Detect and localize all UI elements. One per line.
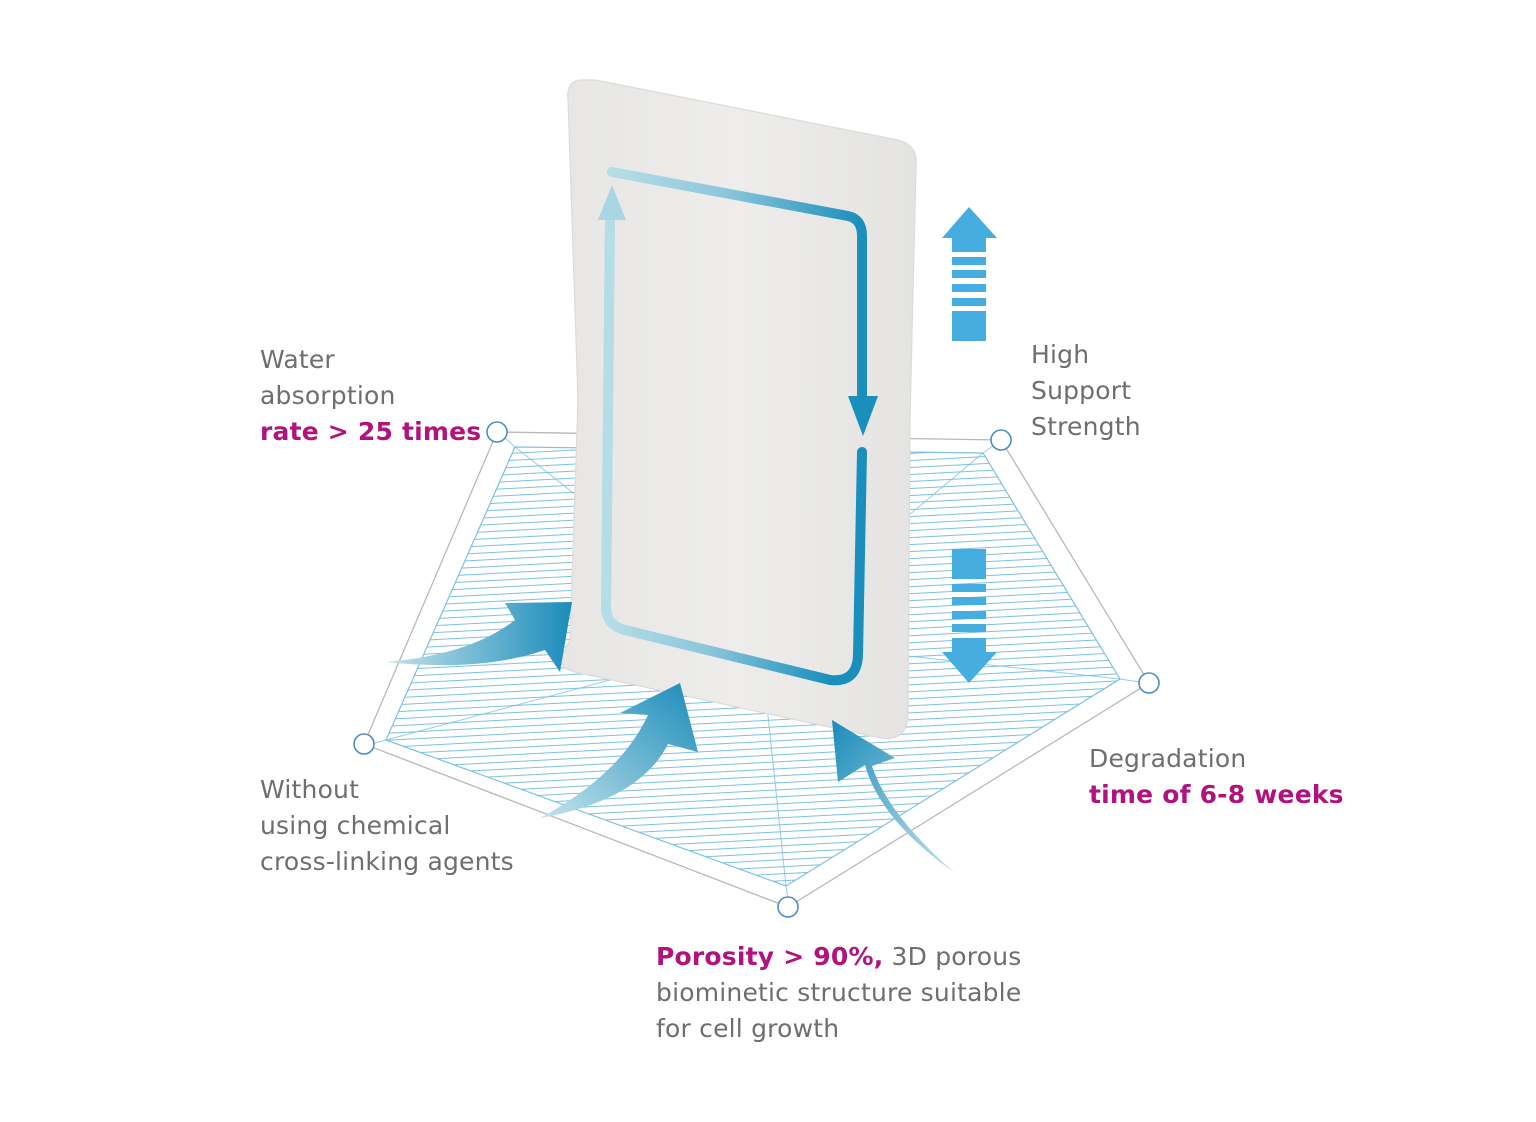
loop-arrowhead-up bbox=[598, 185, 626, 220]
node-support-strength bbox=[990, 429, 1012, 451]
inflow-curved-arrow-right-icon bbox=[832, 720, 955, 873]
degradation-highlight: time of 6-8 weeks bbox=[1089, 780, 1344, 809]
node-porosity bbox=[777, 896, 799, 918]
node-degradation bbox=[1138, 672, 1160, 694]
porosity-line-2: biominetic structure suitable bbox=[656, 978, 1022, 1007]
label-no-crosslinking: Without using chemical cross-linking age… bbox=[260, 772, 514, 880]
circulation-loop-arrow-icon bbox=[600, 167, 867, 686]
support-strength-line-2: Support bbox=[1031, 376, 1132, 405]
inflow-curved-arrow-left-icon bbox=[386, 602, 572, 672]
label-support-strength: High Support Strength bbox=[1031, 337, 1141, 445]
degradation-line-1: Degradation bbox=[1089, 744, 1247, 773]
label-degradation: Degradation time of 6-8 weeks bbox=[1089, 741, 1344, 813]
radar-nodes bbox=[353, 421, 1160, 918]
porosity-line-3: for cell growth bbox=[656, 1014, 840, 1043]
no-crosslinking-line-1: Without bbox=[260, 775, 360, 804]
water-absorption-highlight: rate > 25 times bbox=[260, 417, 482, 446]
label-water-absorption: Water absorption rate > 25 times bbox=[260, 342, 481, 450]
outer-pentagon bbox=[363, 431, 1150, 908]
porosity-line-1-rest: 3D porous bbox=[883, 942, 1022, 971]
support-strength-line-3: Strength bbox=[1031, 412, 1141, 441]
scaffold-pad bbox=[559, 79, 917, 740]
water-absorption-line-1: Water bbox=[260, 345, 335, 374]
loop-arrowhead-down bbox=[848, 396, 878, 436]
label-porosity: Porosity > 90%, 3D porous biominetic str… bbox=[656, 939, 1022, 1047]
striped-down-arrow-icon bbox=[942, 549, 997, 683]
no-crosslinking-line-3: cross-linking agents bbox=[260, 847, 514, 876]
support-strength-line-1: High bbox=[1031, 340, 1090, 369]
node-no-crosslinking bbox=[353, 733, 375, 755]
no-crosslinking-line-2: using chemical bbox=[260, 811, 451, 840]
porosity-highlight: Porosity > 90%, bbox=[656, 942, 884, 971]
inflow-curved-arrow-bottom-icon bbox=[540, 683, 698, 818]
porosity-line-1: Porosity > 90%, 3D porous bbox=[656, 939, 1022, 975]
water-absorption-line-2: absorption bbox=[260, 381, 396, 410]
node-water-absorption bbox=[486, 421, 508, 443]
striped-up-arrow-icon bbox=[942, 207, 997, 341]
